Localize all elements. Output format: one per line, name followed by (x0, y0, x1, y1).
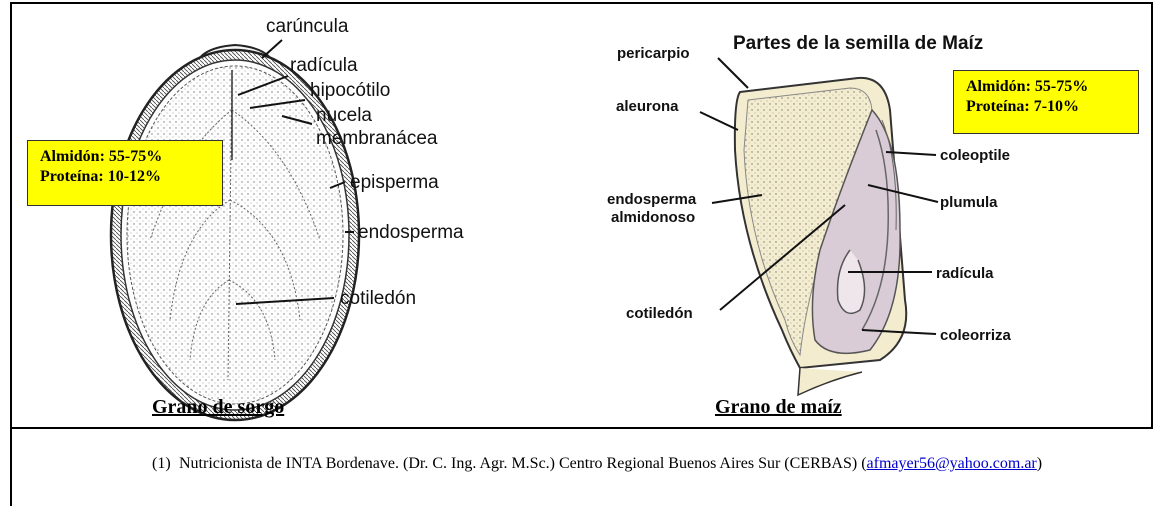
label-membranacea: membranácea (316, 128, 438, 149)
footnote-number: (1) (152, 454, 171, 474)
label-cotiledon-sorgo: cotiledón (340, 288, 416, 309)
footnote-text: Nutricionista de INTA Bordenave. (Dr. C.… (179, 455, 867, 472)
label-nucela: nucela (316, 105, 372, 126)
maize-caption: Grano de maíz (715, 396, 842, 419)
label-coleoptile: coleoptile (940, 147, 1010, 164)
sorghum-proteina-text: Proteína: 10-12% (40, 167, 210, 187)
maize-grain-drawing (735, 78, 906, 395)
footnote-close: ) (1037, 455, 1042, 472)
label-hipocotilo: hipocótilo (310, 80, 390, 101)
maize-almidon-text: Almidón: 55-75% (966, 77, 1126, 97)
maize-proteina-text: Proteína: 7-10% (966, 97, 1126, 117)
label-radicula-maiz: radícula (936, 265, 994, 282)
label-almidonoso: almidonoso (611, 209, 695, 226)
label-coleorriza: coleorriza (940, 327, 1012, 344)
label-endosperma-sorgo: endosperma (358, 222, 464, 243)
maize-diagram-title: Partes de la semilla de Maíz (733, 33, 983, 54)
footnote-body: Nutricionista de INTA Bordenave. (Dr. C.… (179, 454, 1109, 474)
label-episperma: episperma (350, 172, 439, 193)
email-link[interactable]: afmayer56@yahoo.com.ar (867, 455, 1037, 472)
label-caruncula: carúncula (266, 16, 349, 37)
label-endosperma-maiz: endosperma (607, 191, 697, 208)
sorghum-almidon-text: Almidón: 55-75% (40, 147, 210, 167)
page-left-rule (10, 429, 12, 506)
label-cotiledon-maiz: cotiledón (626, 305, 693, 322)
label-aleurona: aleurona (616, 98, 679, 115)
label-plumula: plumula (940, 194, 998, 211)
label-radicula-sorgo: radícula (290, 55, 358, 76)
sorghum-composition-box: Almidón: 55-75% Proteína: 10-12% (27, 140, 223, 206)
maize-composition-box: Almidón: 55-75% Proteína: 7-10% (953, 70, 1139, 134)
label-pericarpio: pericarpio (617, 45, 690, 62)
sorghum-grain-drawing (111, 45, 359, 420)
sorghum-caption: Grano de sorgo (152, 396, 284, 419)
